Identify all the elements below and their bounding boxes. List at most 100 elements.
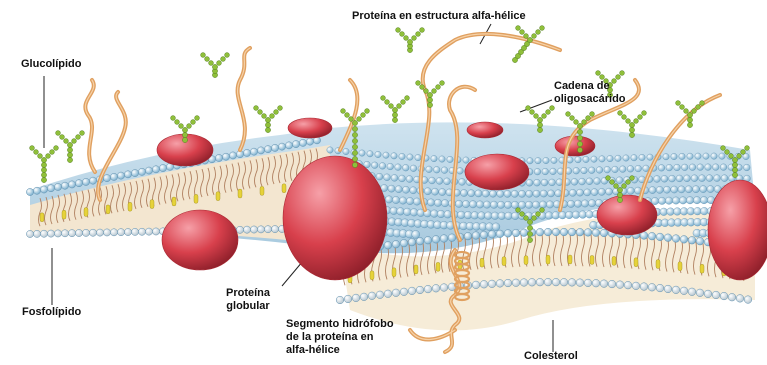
phospholipid-head xyxy=(387,163,394,170)
phospholipid-head xyxy=(250,226,257,233)
sugar-bead xyxy=(389,104,394,109)
phospholipid-head xyxy=(243,149,250,156)
phospholipid-head xyxy=(159,164,166,171)
sugar-bead xyxy=(629,132,634,137)
sugar-bead xyxy=(420,28,425,33)
phospholipid-head xyxy=(82,178,89,185)
phospholipid-head xyxy=(457,168,464,175)
phospholipid-head xyxy=(397,208,405,216)
sugar-bead xyxy=(182,137,187,142)
phospholipid-head xyxy=(525,201,532,208)
label-fosfolipido: Fosfolípido xyxy=(22,306,81,319)
phospholipid-head xyxy=(599,156,605,162)
phospholipid-head xyxy=(412,230,420,238)
phospholipid-head xyxy=(534,168,541,175)
phospholipid-head xyxy=(399,197,406,204)
sugar-bead xyxy=(258,110,263,115)
phospholipid-head xyxy=(400,239,408,247)
sugar-bead xyxy=(50,150,55,155)
phospholipid-head xyxy=(744,296,752,304)
phospholipid-head xyxy=(40,230,47,237)
sugar-bead xyxy=(622,115,627,120)
sugar-bead xyxy=(527,231,532,236)
sugar-bead xyxy=(182,127,187,132)
sugar-bead xyxy=(732,172,737,177)
phospholipid-head xyxy=(712,164,719,171)
phospholipid-head xyxy=(696,289,704,297)
phospholipid-head xyxy=(679,197,686,204)
phospholipid-head xyxy=(439,188,446,195)
phospholipid-head xyxy=(436,177,443,184)
phospholipid-head xyxy=(54,230,61,237)
sugar-bead xyxy=(634,119,639,124)
sugar-bead xyxy=(638,115,643,120)
phospholipid-head xyxy=(482,190,489,197)
phospholipid-head xyxy=(429,177,436,184)
phospholipid-head xyxy=(695,153,701,159)
cholesterol-molecule xyxy=(436,262,440,271)
phospholipid-head xyxy=(584,279,592,287)
sugar-bead xyxy=(617,192,622,197)
phospholipid-head xyxy=(673,208,681,216)
phospholipid-head xyxy=(299,139,306,146)
sugar-bead xyxy=(352,162,357,167)
sugar-bead xyxy=(616,75,621,80)
phospholipid-head xyxy=(671,186,678,193)
sugar-bead xyxy=(629,127,634,132)
sugar-bead xyxy=(182,132,187,137)
phospholipid-head xyxy=(532,201,539,208)
phospholipid-head xyxy=(688,288,696,296)
sugar-bead xyxy=(574,120,579,125)
sugar-bead xyxy=(54,146,59,151)
phospholipid-head xyxy=(600,280,608,288)
phospholipid-head xyxy=(478,212,486,220)
phospholipid-head xyxy=(551,157,557,163)
sugar-bead xyxy=(405,96,410,101)
globular-protein xyxy=(283,156,387,280)
phospholipid-head xyxy=(569,189,576,196)
phospholipid-head xyxy=(576,279,584,287)
phospholipid-head xyxy=(608,280,616,288)
cholesterol-molecule xyxy=(480,258,484,267)
phospholipid-head xyxy=(384,174,391,181)
sugar-bead xyxy=(524,34,529,39)
phospholipid-head xyxy=(367,151,373,157)
phospholipid-head xyxy=(687,153,693,159)
phospholipid-head xyxy=(575,156,581,162)
sugar-bead xyxy=(41,162,46,167)
sugar-bead xyxy=(396,28,401,33)
phospholipid-head xyxy=(138,168,145,175)
sugar-bead xyxy=(212,64,217,69)
sugar-bead xyxy=(526,106,531,111)
phospholipid-head xyxy=(542,168,549,175)
phospholipid-head xyxy=(512,279,520,287)
sugar-bead xyxy=(420,85,425,90)
phospholipid-head xyxy=(512,229,520,237)
phospholipid-head xyxy=(691,175,698,182)
phospholipid-head xyxy=(152,228,159,235)
sugar-bead xyxy=(536,30,541,35)
phospholipid-head xyxy=(131,228,138,235)
sugar-bead xyxy=(38,154,43,159)
phospholipid-head xyxy=(549,179,556,186)
phospholipid-head xyxy=(407,154,413,160)
cholesterol-molecule xyxy=(172,197,176,206)
phospholipid-head xyxy=(658,197,665,204)
phospholipid-head xyxy=(540,190,547,197)
phospholipid-head xyxy=(124,171,131,178)
phospholipid-head xyxy=(504,230,512,238)
phospholipid-head xyxy=(573,167,580,174)
sugar-bead xyxy=(629,122,634,127)
sugar-bead xyxy=(201,53,206,58)
sugar-bead xyxy=(76,135,81,140)
phospholipid-head xyxy=(544,278,552,286)
phospholipid-head xyxy=(488,280,496,288)
phospholipid-head xyxy=(518,190,525,197)
phospholipid-head xyxy=(292,141,299,148)
globular-protein xyxy=(555,136,595,156)
phospholipid-head xyxy=(392,289,400,297)
phospholipid-head xyxy=(82,229,89,236)
sugar-bead xyxy=(432,89,437,94)
phospholipid-head xyxy=(410,209,418,217)
